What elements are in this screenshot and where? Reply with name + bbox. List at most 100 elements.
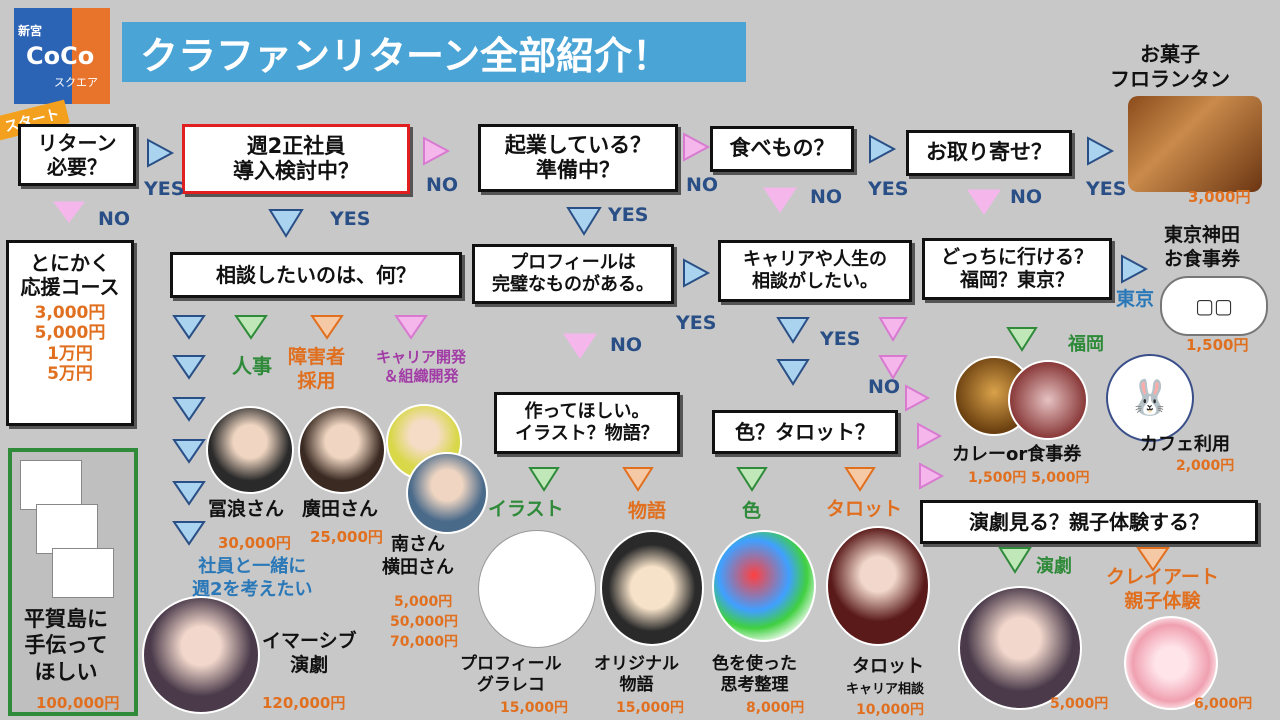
label-together: 社員と一緒に 週2を考えたい xyxy=(192,556,313,600)
grareco-photo xyxy=(478,530,596,648)
return-original-price: 15,000円 xyxy=(616,700,685,716)
yes-label-6: YES xyxy=(676,312,717,334)
arrow-down-pink-5 xyxy=(394,315,428,340)
arrow-down-4 xyxy=(776,359,810,386)
return-grareco-name: プロフィール グラレコ xyxy=(460,654,562,696)
return-original-name: オリジナル 物語 xyxy=(594,654,679,696)
return-sweets-name: お菓子 フロランタン xyxy=(1110,42,1230,91)
arrow-pink-stair-3 xyxy=(905,384,931,412)
no-label-5: NO xyxy=(1010,186,1043,208)
yes-label-7: YES xyxy=(820,328,861,350)
arrow-pink-stair-2 xyxy=(878,355,908,380)
clay-photo xyxy=(1124,616,1218,710)
question-order: お取り寄せ？ xyxy=(906,130,1072,176)
engeki-photo xyxy=(958,586,1082,710)
label-story: 物語 xyxy=(628,500,667,522)
arrow-down-3 xyxy=(776,317,810,344)
arrow-right-4 xyxy=(683,258,711,288)
arrow-pink-stair-1 xyxy=(878,317,908,342)
return-cafe-name: カフェ利用 xyxy=(1140,434,1230,455)
tokyo-meal-photo: ▢▢ xyxy=(1160,276,1268,336)
label-illust: イラスト xyxy=(488,498,564,520)
arrow-down-8 xyxy=(172,439,206,464)
arrow-right-1 xyxy=(147,138,175,168)
support-price-1: 3,000円 xyxy=(34,303,106,323)
label-tokyo: 東京 xyxy=(1116,288,1155,310)
arrow-right-5 xyxy=(1121,254,1149,284)
arrow-down-green-3 xyxy=(528,467,560,492)
question-startup: 起業している？ 準備中？ xyxy=(478,124,678,192)
return-minami-price-1: 5,000円 xyxy=(394,594,453,610)
yokota-photo xyxy=(406,452,488,534)
arrow-down-7 xyxy=(172,397,206,422)
arrow-down-orange-3 xyxy=(844,467,876,492)
arrow-pink-stair-4 xyxy=(917,422,943,450)
arrow-pink-stair-5 xyxy=(919,462,945,490)
no-label-6: NO xyxy=(610,334,643,356)
arrow-down-orange-1 xyxy=(310,315,344,340)
return-imasib-name: イマーシブ 演劇 xyxy=(262,630,357,676)
arrow-right-3 xyxy=(1087,136,1115,166)
arrow-right-pink-2 xyxy=(683,132,711,162)
return-minami-price-3: 70,000円 xyxy=(390,634,459,650)
return-tokyo-meal-price: 1,500円 xyxy=(1186,336,1249,354)
page-title: クラファンリターン全部紹介！ xyxy=(122,22,746,82)
yes-label-1: YES xyxy=(144,178,185,200)
arrow-down-6 xyxy=(172,355,206,380)
return-color-price: 8,000円 xyxy=(746,700,805,716)
label-shogai: 障害者 採用 xyxy=(288,346,346,392)
question-support: とにかく 応援コース 3,000円 5,000円 1万円 5万円 xyxy=(6,240,134,426)
return-hirota-price: 25,000円 xyxy=(310,528,383,546)
cafe-logo: 🐰 xyxy=(1106,354,1194,442)
imasib-photo xyxy=(142,596,260,714)
return-curry-price: 1,500円 5,000円 xyxy=(968,470,1090,486)
arrow-down-pink-1 xyxy=(53,201,85,223)
logo-mid: CoCo xyxy=(26,42,95,70)
tarot-photo xyxy=(826,526,930,646)
yes-label-3: YES xyxy=(608,204,649,226)
return-color-name: 色を使った 思考整理 xyxy=(712,654,797,696)
question-profile: プロフィールは 完璧なものがある。 xyxy=(472,244,674,304)
question-theater: 演劇見る？親子体験する？ xyxy=(920,500,1258,544)
arrow-down-pink-2 xyxy=(763,187,797,213)
arrow-down-5 xyxy=(172,315,206,340)
return-minami-name: 南さん 横田さん xyxy=(382,534,454,578)
question-weekly-employee: 週2正社員 導入検討中？ xyxy=(182,124,410,194)
tominami-photo xyxy=(206,406,294,494)
support-price-4: 5万円 xyxy=(47,364,93,385)
return-tarot-name: タロット xyxy=(852,656,924,677)
arrow-down-green-4 xyxy=(736,467,768,492)
question-make: 作ってほしい。 イラスト？物語？ xyxy=(494,392,680,454)
arrow-right-2 xyxy=(869,134,897,164)
arrow-down-green-5 xyxy=(998,547,1032,574)
question-return-needed: リターン 必要？ xyxy=(18,124,136,186)
arrow-down-9 xyxy=(172,481,206,506)
question-where: どっちに行ける？ 福岡？東京？ xyxy=(922,238,1112,300)
label-career-dev: キャリア開発 ＆組織開発 xyxy=(376,348,467,385)
color-photo xyxy=(712,530,816,642)
label-tarot: タロット xyxy=(826,498,903,520)
arrow-down-green-1 xyxy=(1006,327,1038,352)
meal-photo xyxy=(1008,360,1088,440)
no-label-7: NO xyxy=(868,376,901,398)
return-tominami-price: 30,000円 xyxy=(218,534,291,552)
no-label-1: NO xyxy=(98,208,131,230)
label-jinji: 人事 xyxy=(232,354,272,378)
arrow-down-orange-2 xyxy=(622,467,654,492)
return-sweets-price: 3,000円 xyxy=(1188,188,1251,206)
return-tominami-name: 冨浪さん xyxy=(208,498,285,520)
return-grareco-price: 15,000円 xyxy=(500,700,569,716)
no-label-4: NO xyxy=(810,186,843,208)
no-label-3: NO xyxy=(686,174,719,196)
question-career: キャリアや人生の 相談がしたい。 xyxy=(718,240,912,302)
yes-label-4: YES xyxy=(868,178,909,200)
hiraga-card-1 xyxy=(20,460,82,510)
return-curry-name: カレーor食事券 xyxy=(952,444,1082,465)
arrow-down-10 xyxy=(172,521,206,546)
return-clay-price: 6,000円 xyxy=(1194,696,1253,712)
sweets-photo xyxy=(1128,96,1262,192)
question-color: 色？タロット？ xyxy=(712,410,898,454)
hiraga-panel xyxy=(8,448,138,716)
return-engeki-price: 5,000円 xyxy=(1050,696,1109,712)
hiraga-card-3 xyxy=(52,548,114,598)
